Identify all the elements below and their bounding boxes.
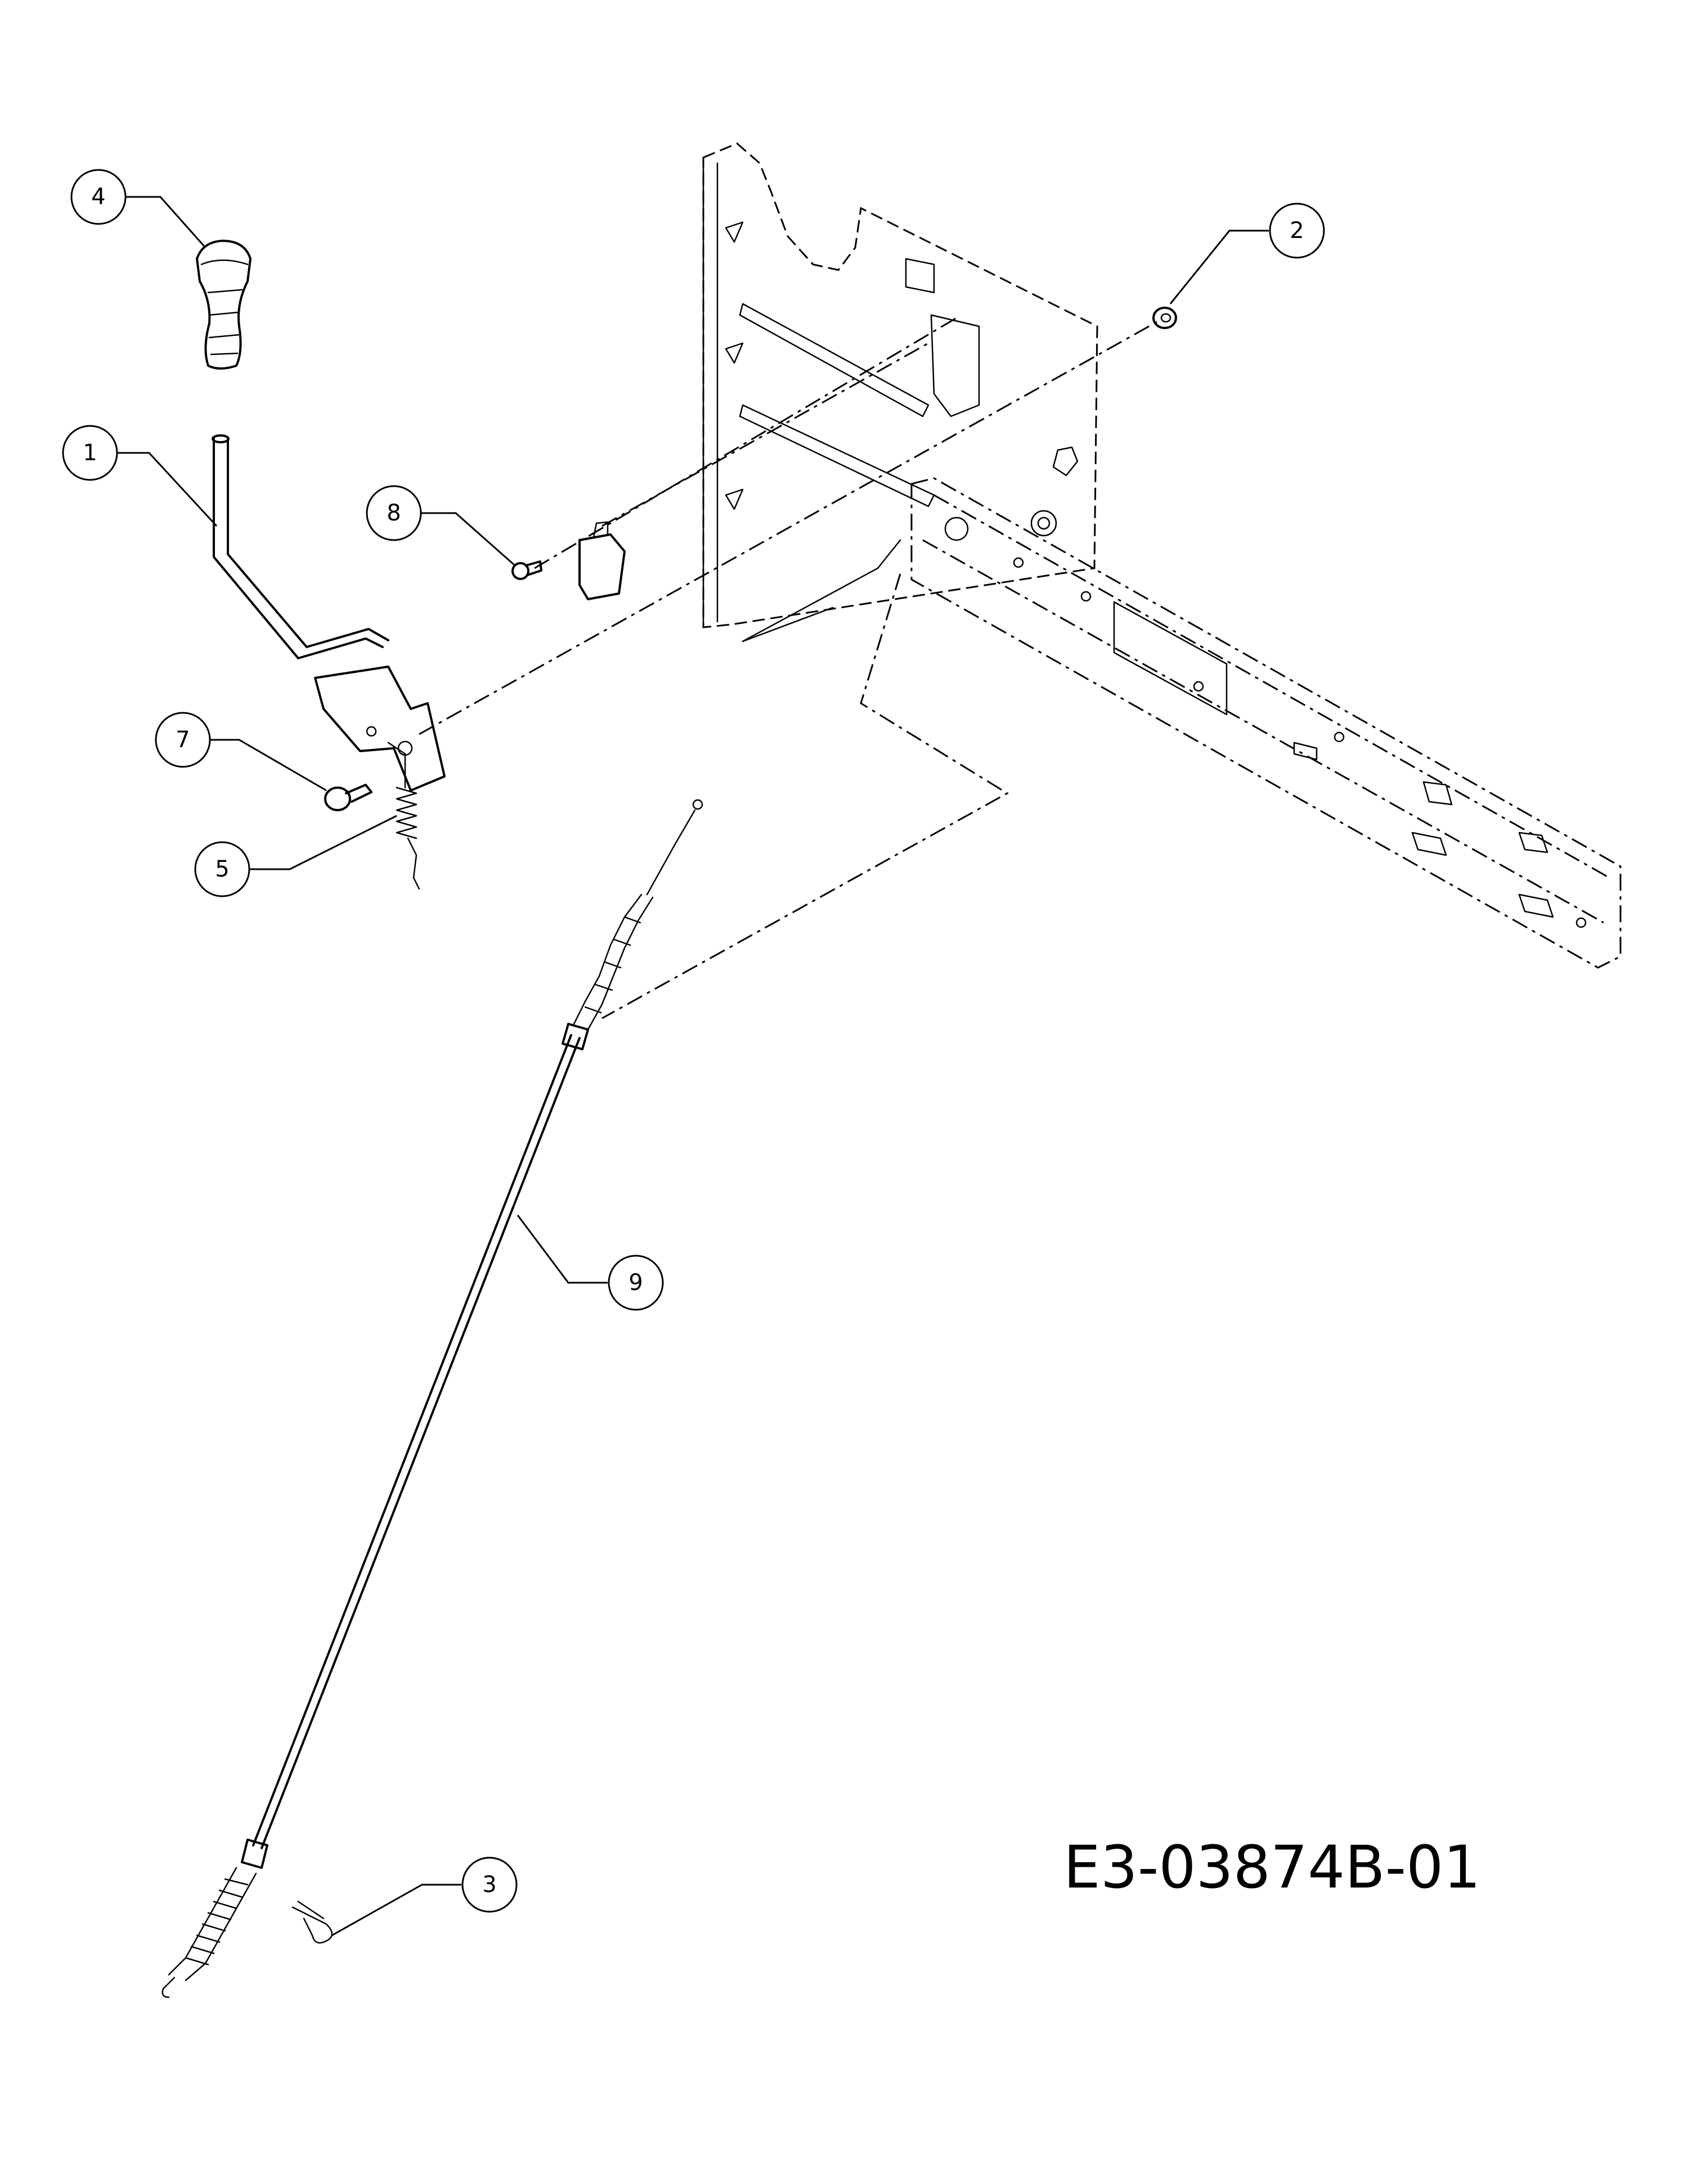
svg-text:2: 2 xyxy=(1290,218,1304,244)
leader-lines xyxy=(110,196,1269,1936)
assembly-lines xyxy=(419,317,1160,1019)
bolt xyxy=(324,784,372,811)
svg-text:1: 1 xyxy=(83,440,97,466)
svg-text:8: 8 xyxy=(387,500,401,526)
frame-plate xyxy=(702,142,1098,642)
callout-8: 8 xyxy=(366,485,422,541)
svg-text:3: 3 xyxy=(482,1872,496,1898)
hairpin-clip xyxy=(291,1900,333,1944)
callout-3: 3 xyxy=(461,1857,518,1913)
drawing-reference-code: E3-03874B-01 xyxy=(1063,1833,1480,1902)
cable xyxy=(161,799,703,1998)
callout-2: 2 xyxy=(1269,203,1325,259)
svg-text:7: 7 xyxy=(176,727,190,753)
svg-text:9: 9 xyxy=(628,1270,643,1296)
callout-4: 4 xyxy=(70,169,127,225)
screw xyxy=(511,560,542,580)
knob xyxy=(196,240,252,370)
frame-rail xyxy=(742,477,1622,969)
svg-text:4: 4 xyxy=(91,184,105,210)
nut xyxy=(1152,307,1177,329)
callout-5: 5 xyxy=(194,841,250,897)
callout-7: 7 xyxy=(155,712,211,768)
callout-1: 1 xyxy=(62,425,118,481)
callout-9: 9 xyxy=(608,1255,664,1311)
svg-text:5: 5 xyxy=(215,856,229,882)
spring xyxy=(387,742,420,890)
lever-arm xyxy=(212,434,446,792)
switch xyxy=(578,521,626,600)
